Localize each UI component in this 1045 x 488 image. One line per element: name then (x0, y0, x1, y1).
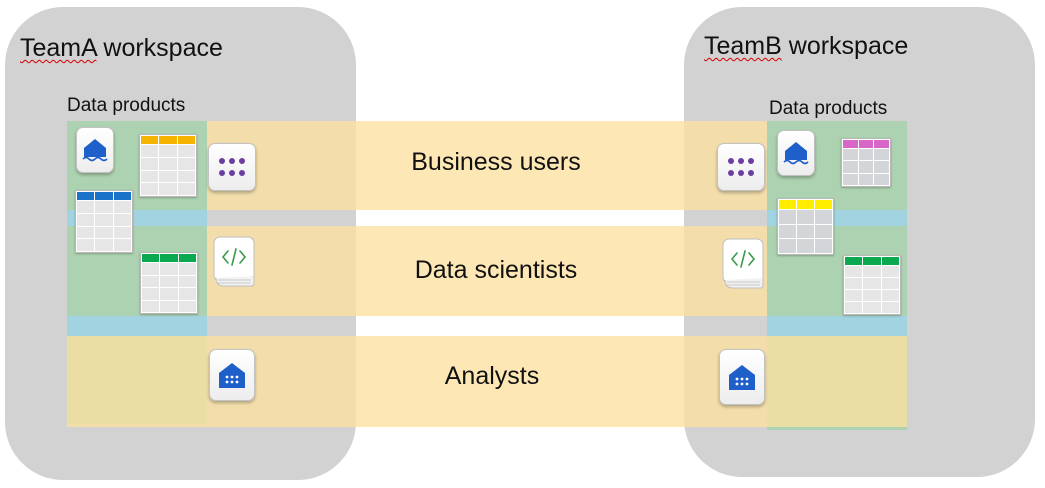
warehouse-icon (719, 349, 765, 405)
teamb-data-products-label: Data products (769, 98, 888, 119)
code-notebook-icon (722, 238, 764, 290)
grid-dots-icon (717, 143, 765, 191)
teamb-title-rest: workspace (781, 32, 909, 60)
band-label-data-scientists: Data scientists (414, 256, 578, 284)
table-orange-header (139, 134, 197, 197)
grid-dots-icon (208, 143, 256, 191)
table-green-header (140, 252, 198, 314)
lakehouse-icon (777, 130, 815, 176)
teama-workspace-title: TeamA workspace (20, 34, 223, 63)
band-business-users (207, 121, 767, 210)
teama-title-rest: workspace (96, 34, 223, 62)
table-green-header (843, 255, 901, 315)
warehouse-icon (209, 349, 255, 401)
band-label-analysts: Analysts (444, 362, 540, 390)
lakehouse-icon (76, 127, 114, 173)
table-blue-header (75, 190, 133, 253)
band-data-scientists (207, 226, 767, 316)
teama-name: TeamA (20, 34, 97, 62)
teamb-name: TeamB (704, 32, 782, 60)
teama-separator-2 (67, 316, 207, 336)
teama-data-products-label: Data products (67, 95, 186, 116)
code-notebook-icon (213, 236, 255, 288)
teamb-separator-2 (767, 316, 907, 336)
band-analysts (67, 336, 907, 427)
teamb-workspace-title: TeamB workspace (704, 32, 908, 61)
band-label-business-users: Business users (411, 148, 581, 176)
table-yellow-header (777, 198, 834, 255)
table-magenta-header (841, 138, 891, 187)
